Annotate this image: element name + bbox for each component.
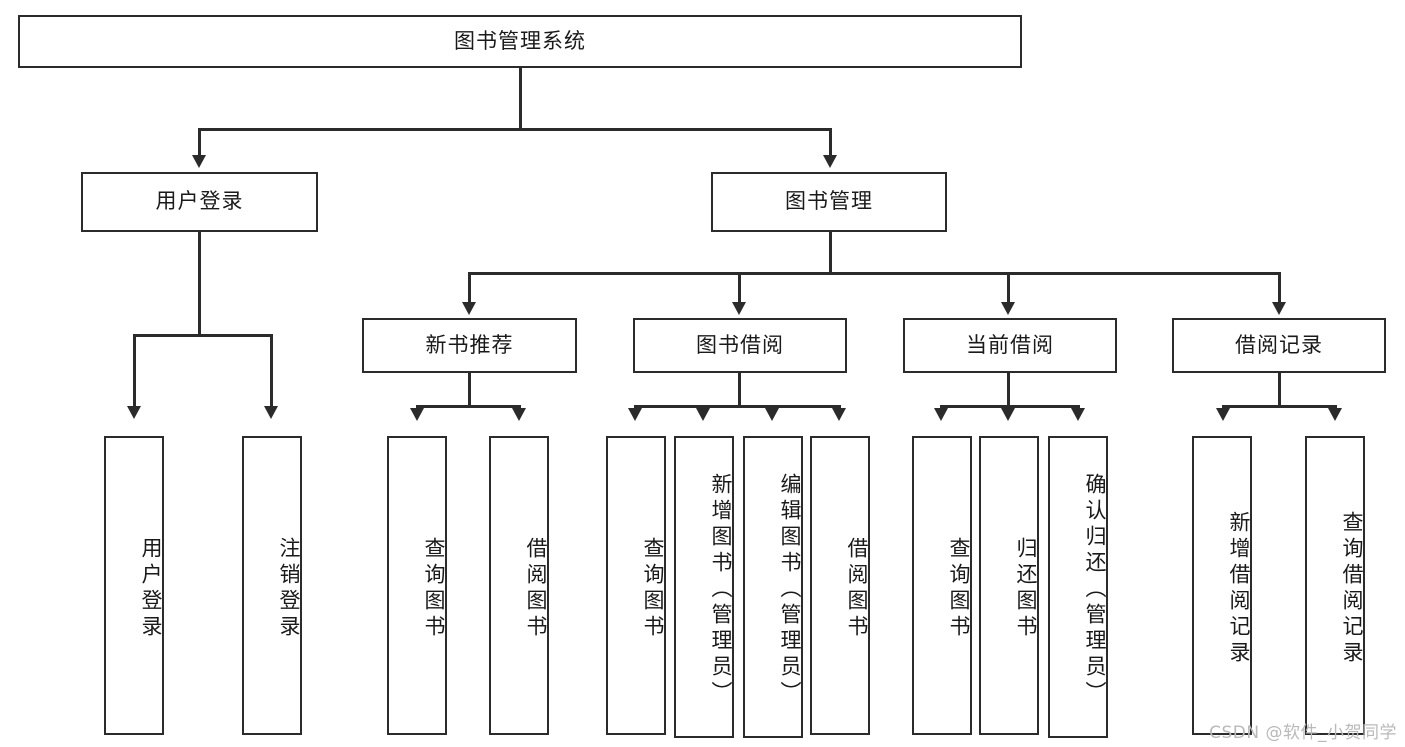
node-label: 用户登录 — [139, 536, 163, 641]
leaf-current-borrow-return-book[interactable]: 归还图书 — [979, 436, 1039, 735]
arrow-user-login-leaf-2 — [264, 406, 278, 419]
connector-book-management-stem — [829, 232, 832, 274]
connector-root-bus — [198, 128, 831, 131]
connector-user-login-bus — [133, 334, 270, 337]
connector-user-login-drop-2 — [270, 334, 273, 408]
connector-bm-drop-1 — [468, 272, 471, 304]
arrow-bm-to-book-borrow — [732, 302, 746, 315]
connector-nbr-stem — [468, 373, 471, 407]
connector-br-drop-1 — [1222, 405, 1225, 410]
arrow-bb-leaf-3 — [765, 408, 779, 421]
node-new-book-recommend[interactable]: 新书推荐 — [362, 318, 577, 373]
node-root-book-management-system[interactable]: 图书管理系统 — [18, 15, 1022, 68]
connector-cb-bus — [940, 405, 1079, 408]
connector-root-to-user-login — [198, 128, 201, 157]
arrow-nbr-leaf-1 — [410, 408, 424, 421]
node-label: 查询图书 — [641, 536, 665, 641]
node-book-borrow[interactable]: 图书借阅 — [633, 318, 847, 373]
arrow-nbr-leaf-2 — [512, 408, 526, 421]
node-book-management[interactable]: 图书管理 — [711, 172, 947, 232]
connector-bm-drop-2 — [738, 272, 741, 304]
leaf-current-borrow-confirm-return-admin[interactable]: 确认归还（管理员） — [1048, 436, 1108, 738]
connector-cb-drop-2 — [1007, 405, 1010, 410]
connector-cb-stem — [1007, 373, 1010, 407]
connector-root-to-book-management — [829, 128, 832, 157]
node-current-borrow[interactable]: 当前借阅 — [903, 318, 1117, 373]
node-label: 新增借阅记录 — [1227, 510, 1251, 667]
arrow-cb-leaf-3 — [1071, 408, 1085, 421]
node-label: 注销登录 — [277, 536, 301, 641]
node-label: 图书借阅 — [696, 332, 784, 357]
arrow-cb-leaf-1 — [934, 408, 948, 421]
arrow-user-login-leaf-1 — [127, 406, 141, 419]
connector-bb-stem — [738, 373, 741, 407]
leaf-book-borrow-query-book[interactable]: 查询图书 — [606, 436, 666, 735]
arrow-br-leaf-1 — [1216, 408, 1230, 421]
node-label: 新书推荐 — [425, 332, 514, 357]
connector-cb-drop-3 — [1077, 405, 1080, 410]
connector-bb-drop-4 — [838, 405, 841, 410]
connector-bm-drop-4 — [1278, 272, 1281, 304]
connector-nbr-drop-1 — [416, 405, 419, 410]
node-label: 查询图书 — [422, 536, 446, 641]
leaf-borrow-record-query-record[interactable]: 查询借阅记录 — [1305, 436, 1365, 735]
leaf-new-book-query-book[interactable]: 查询图书 — [387, 436, 447, 735]
arrow-root-to-book-management — [823, 155, 837, 168]
connector-nbr-drop-2 — [518, 405, 521, 410]
node-label: 图书管理系统 — [454, 28, 586, 53]
leaf-book-borrow-add-book-admin[interactable]: 新增图书（管理员） — [674, 436, 734, 738]
arrow-bb-leaf-1 — [628, 408, 642, 421]
connector-user-login-drop-1 — [133, 334, 136, 408]
arrow-br-leaf-2 — [1328, 408, 1342, 421]
connector-book-management-bus — [468, 272, 1281, 275]
node-label: 借阅记录 — [1235, 332, 1323, 357]
node-label: 当前借阅 — [966, 332, 1054, 357]
connector-bm-drop-3 — [1007, 272, 1010, 304]
leaf-user-login-logout[interactable]: 注销登录 — [242, 436, 302, 735]
connector-cb-drop-1 — [940, 405, 943, 410]
connector-br-bus — [1222, 405, 1336, 408]
connector-br-stem — [1278, 373, 1281, 407]
leaf-new-book-borrow-book[interactable]: 借阅图书 — [489, 436, 549, 735]
leaf-book-borrow-edit-book-admin[interactable]: 编辑图书（管理员） — [743, 436, 803, 738]
arrow-root-to-user-login — [192, 155, 206, 168]
node-label: 编辑图书（管理员） — [778, 473, 802, 707]
node-label: 归还图书 — [1014, 536, 1038, 641]
node-label: 查询图书 — [947, 536, 971, 641]
node-label: 确认归还（管理员） — [1083, 473, 1107, 707]
leaf-borrow-record-add-record[interactable]: 新增借阅记录 — [1192, 436, 1252, 735]
arrow-bm-to-current-borrow — [1001, 302, 1015, 315]
node-label: 图书管理 — [785, 189, 873, 214]
connector-bb-drop-1 — [634, 405, 637, 410]
arrow-bm-to-new-book-recommend — [462, 302, 476, 315]
node-label: 借阅图书 — [845, 536, 869, 641]
arrow-bm-to-borrow-record — [1272, 302, 1286, 315]
arrow-bb-leaf-4 — [832, 408, 846, 421]
connector-bb-drop-2 — [702, 405, 705, 410]
connector-bb-drop-3 — [771, 405, 774, 410]
connector-bb-bus — [634, 405, 840, 408]
node-borrow-record[interactable]: 借阅记录 — [1172, 318, 1386, 373]
node-label: 查询借阅记录 — [1340, 510, 1364, 667]
node-label: 新增图书（管理员） — [709, 473, 733, 707]
node-user-login[interactable]: 用户登录 — [81, 172, 318, 232]
connector-root-stem — [519, 68, 522, 130]
leaf-current-borrow-query-book[interactable]: 查询图书 — [912, 436, 972, 735]
node-label: 用户登录 — [155, 189, 244, 214]
arrow-cb-leaf-2 — [1001, 408, 1015, 421]
connector-user-login-stem — [198, 232, 201, 336]
connector-nbr-bus — [416, 405, 521, 408]
leaf-user-login-do-login[interactable]: 用户登录 — [104, 436, 164, 735]
connector-br-drop-2 — [1334, 405, 1337, 410]
arrow-bb-leaf-2 — [696, 408, 710, 421]
node-label: 借阅图书 — [524, 536, 548, 641]
leaf-book-borrow-borrow-book[interactable]: 借阅图书 — [810, 436, 870, 735]
